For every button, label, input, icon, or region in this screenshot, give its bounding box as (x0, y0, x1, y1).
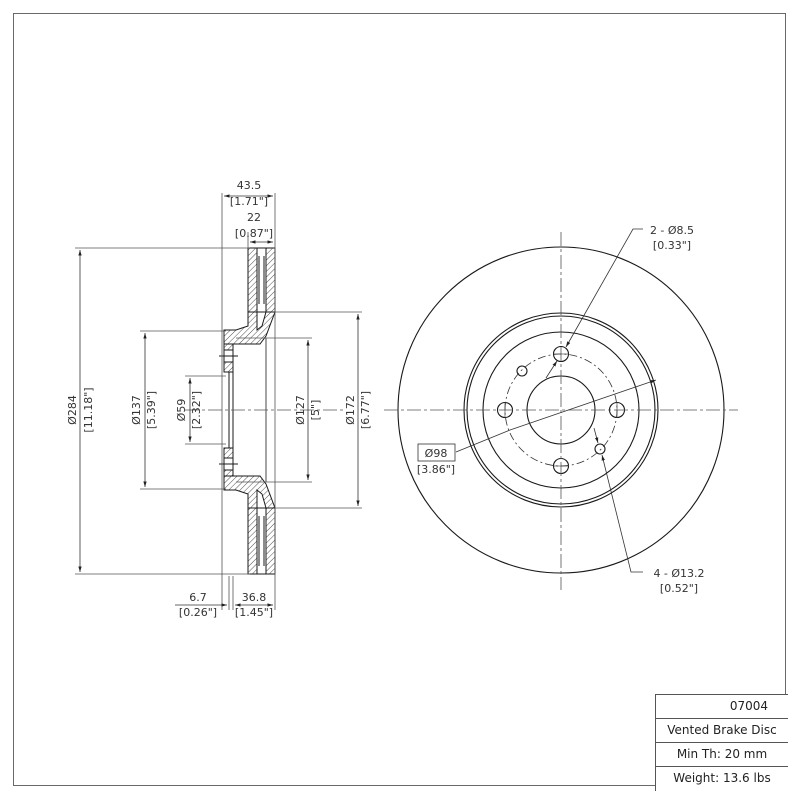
callout-stud-holes: 4 - Ø13.2 (653, 567, 704, 580)
dim-inner-friction: Ø172 (344, 395, 357, 425)
dim-hat-depth: 36.8 (242, 591, 267, 604)
dim-hub-diameter: Ø137 (130, 395, 143, 425)
min-thickness: Min Th: 20 mm (656, 743, 788, 767)
weight: Weight: 13.6 lbs (673, 771, 771, 785)
section-profile-top (219, 247, 276, 373)
callout-small-holes: 2 - Ø8.5 (650, 224, 694, 237)
dim-outer-diameter-inch: [11.18"] (82, 387, 95, 432)
small-hole-1 (516, 365, 528, 377)
section-dim-labels: 43.5 [1.71"] 22 [0.87"] Ø284 [11.18"] Ø1… (66, 179, 372, 619)
dim-disc-thickness-inch: [0.87"] (235, 227, 273, 240)
dim-outer-diameter: Ø284 (66, 395, 79, 425)
front-leaders (455, 228, 657, 573)
dim-hat-thickness-inch: [0.26"] (179, 606, 217, 619)
callout-stud-holes-inch: [0.52"] (660, 582, 698, 595)
pcd-basic-box (417, 443, 456, 462)
part-number: 07004 (656, 695, 788, 719)
extension-lines (75, 193, 362, 610)
section-view: 43.5 [1.71"] 22 [0.87"] Ø284 [11.18"] Ø1… (66, 179, 372, 619)
dim-inner-friction-inch: [6.77"] (359, 391, 372, 429)
dim-center-bore: Ø59 (175, 399, 188, 422)
dim-hat-thickness: 6.7 (189, 591, 207, 604)
dim-disc-thickness: 22 (247, 211, 261, 224)
dim-hat-depth-inch: [1.45"] (235, 606, 273, 619)
dim-bolt-pattern: Ø127 (294, 395, 307, 425)
front-centerlines (384, 232, 738, 590)
callout-pcd: Ø98 (425, 447, 448, 460)
dim-overall-height-inch: [1.71"] (230, 195, 268, 208)
front-view: 2 - Ø8.5 [0.33"] Ø98 [3.86"] 4 - Ø13.2 [… (384, 224, 738, 595)
section-profile-bottom (219, 447, 276, 575)
part-description: Vented Brake Disc (656, 719, 788, 743)
hole-crosshairs (504, 353, 618, 467)
dimension-lines (78, 194, 360, 607)
small-hole-2 (594, 443, 606, 455)
dim-center-bore-inch: [2.32"] (190, 391, 203, 429)
dim-overall-height: 43.5 (237, 179, 262, 192)
dim-bolt-pattern-inch: [5"] (309, 400, 322, 421)
callout-pcd-inch: [3.86"] (417, 463, 455, 476)
title-block: 07004 Vented Brake Disc Min Th: 20 mm We… (655, 694, 788, 791)
front-callouts: 2 - Ø8.5 [0.33"] Ø98 [3.86"] 4 - Ø13.2 [… (417, 224, 705, 595)
dim-hub-diameter-inch: [5.39"] (145, 391, 158, 429)
callout-small-holes-inch: [0.33"] (653, 239, 691, 252)
